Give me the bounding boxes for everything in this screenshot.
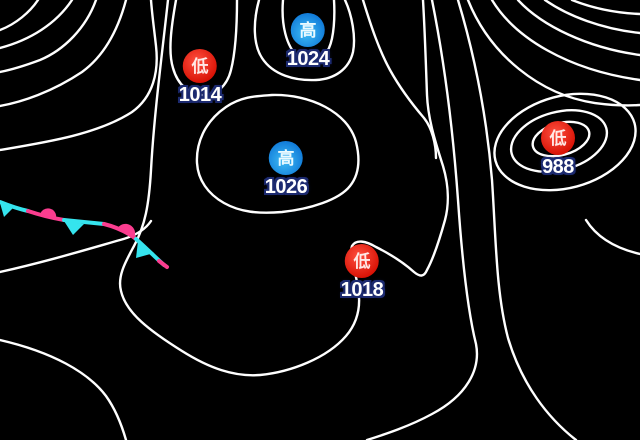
isobar-line <box>456 0 578 440</box>
low-pressure-badge: 低 <box>345 244 379 278</box>
front-warm-symbol <box>40 208 57 218</box>
front-cold-symbol <box>136 241 154 258</box>
front-warm-symbol <box>117 223 136 238</box>
pressure-value-label: 1018 <box>340 279 384 301</box>
isobar-line <box>570 0 640 16</box>
pressure-symbol: 低 <box>549 128 567 148</box>
front-warm-segment <box>157 259 169 269</box>
pressure-system-high-1026: 高 1026 <box>265 141 308 199</box>
isobar-line <box>281 0 336 63</box>
front-cold-segment <box>0 200 30 213</box>
pressure-system-high-1024: 高 1024 <box>287 13 330 71</box>
isobar-line <box>365 0 479 440</box>
isobar-line <box>0 0 98 74</box>
isobar-ring <box>195 93 360 214</box>
isobar-line <box>169 0 239 97</box>
pressure-value-label: 1014 <box>178 84 222 106</box>
front-cold-segment <box>62 218 106 226</box>
front-warm-segment <box>26 209 66 222</box>
pressure-system-low-1014: 低 1014 <box>179 49 222 107</box>
pressure-symbol: 高 <box>277 148 295 168</box>
pressure-value-label: 1026 <box>264 176 308 198</box>
front-cold-symbol <box>0 203 14 217</box>
isobar-line <box>516 0 640 57</box>
isobar-line <box>0 338 128 440</box>
isobar-line <box>0 0 40 32</box>
isobar-line <box>118 0 449 377</box>
pressure-symbol: 高 <box>299 20 317 40</box>
pressure-system-low-988: 低 988 <box>541 121 575 179</box>
isobar-ring <box>493 92 637 192</box>
isobar-line <box>584 218 640 256</box>
high-pressure-badge: 高 <box>291 13 325 47</box>
pressure-system-low-1018: 低 1018 <box>341 244 384 302</box>
isobar-line <box>0 0 158 152</box>
low-pressure-badge: 低 <box>183 49 217 83</box>
pressure-symbol: 低 <box>191 56 209 76</box>
front-cold-symbol <box>64 221 84 235</box>
pressure-value-label: 988 <box>542 156 574 178</box>
isobar-line <box>0 219 153 274</box>
low-pressure-badge: 低 <box>541 121 575 155</box>
pressure-symbol: 低 <box>353 251 371 271</box>
stationary-front <box>0 200 169 269</box>
isobar-line <box>490 0 640 82</box>
isobar-ring <box>509 109 609 173</box>
pressure-value-label: 1024 <box>286 48 330 70</box>
isobar-line <box>0 0 128 108</box>
isobar-line <box>253 0 356 82</box>
high-pressure-badge: 高 <box>269 141 303 175</box>
isobar-line <box>543 0 640 35</box>
isobar-line <box>0 0 74 50</box>
